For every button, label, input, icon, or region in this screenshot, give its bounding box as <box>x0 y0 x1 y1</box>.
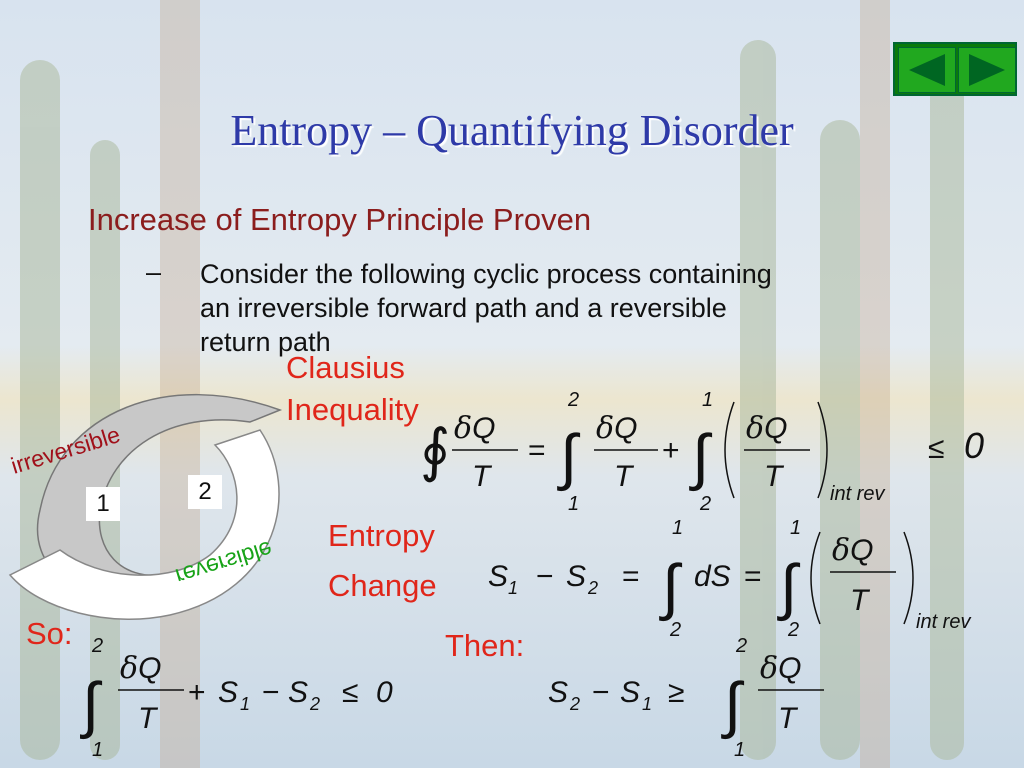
svg-text:−: − <box>592 676 610 709</box>
svg-text:∫: ∫ <box>659 553 683 622</box>
svg-text:int rev: int rev <box>916 611 971 633</box>
svg-text:2: 2 <box>567 389 579 411</box>
triangle-right-icon <box>969 54 1005 86</box>
bullet-dash: – <box>146 257 162 287</box>
svg-text:T: T <box>764 460 785 493</box>
svg-text:2: 2 <box>669 619 681 641</box>
heading-text: Increase of Entropy Principle Proven <box>88 202 592 237</box>
svg-text:S: S <box>548 676 568 709</box>
state-1-box: 1 <box>86 487 120 521</box>
clausius-equation: ∮ δQ T = 2 ∫ 1 δQ T + 1 ∫ 2 δQ T int rev… <box>420 389 984 515</box>
svg-text:δQ: δQ <box>454 411 495 446</box>
svg-text:=: = <box>528 434 546 467</box>
integral-sign: ∫ <box>557 423 581 492</box>
svg-text:δQ: δQ <box>832 533 873 568</box>
navigation-controls <box>893 42 1017 96</box>
svg-text:1: 1 <box>508 578 518 598</box>
svg-text:2: 2 <box>91 635 103 657</box>
cyclic-integral-sign: ∮ <box>420 418 450 483</box>
svg-text:1: 1 <box>734 739 745 761</box>
bullet-line: return path <box>200 327 331 357</box>
state-2-box: 2 <box>188 475 222 509</box>
svg-text:2: 2 <box>699 493 711 515</box>
svg-text:∫: ∫ <box>80 671 103 740</box>
svg-text:2: 2 <box>587 578 598 598</box>
svg-text:S: S <box>566 560 586 593</box>
svg-text:1: 1 <box>92 739 103 761</box>
svg-text:T: T <box>778 702 799 735</box>
svg-text:1: 1 <box>642 694 652 714</box>
svg-text:0: 0 <box>376 676 393 709</box>
svg-text:+: + <box>662 434 680 467</box>
svg-text:T: T <box>850 584 871 617</box>
svg-text:0: 0 <box>964 425 984 466</box>
entropy-label: Entropy <box>328 518 435 553</box>
svg-text:≥: ≥ <box>668 676 684 709</box>
svg-text:S: S <box>288 676 308 709</box>
svg-text:1: 1 <box>702 389 713 411</box>
slide-title: Entropy – Quantifying Disorder <box>230 106 794 155</box>
reversible-arrow <box>8 429 280 620</box>
svg-text:=: = <box>744 560 762 593</box>
svg-text:dS: dS <box>694 560 731 593</box>
svg-text:δQ: δQ <box>746 411 787 446</box>
svg-text:δQ: δQ <box>760 651 801 686</box>
triangle-left-icon <box>909 54 945 86</box>
svg-text:=: = <box>622 560 640 593</box>
so-label: So: <box>26 616 73 651</box>
svg-text:1: 1 <box>672 517 683 539</box>
bullet-line: an irreversible forward path and a rever… <box>200 293 727 323</box>
svg-text:S: S <box>620 676 640 709</box>
previous-slide-button[interactable] <box>898 47 956 93</box>
svg-text:≤: ≤ <box>342 676 358 709</box>
svg-text:2: 2 <box>569 694 580 714</box>
then-label: Then: <box>445 628 525 663</box>
svg-text:2: 2 <box>787 619 799 641</box>
so-equation: 2 ∫ 1 δQ T + S 1 − S 2 ≤ 0 <box>80 635 393 761</box>
svg-text:∫: ∫ <box>721 671 745 740</box>
svg-text:δQ: δQ <box>120 651 161 686</box>
next-slide-button[interactable] <box>958 47 1016 93</box>
svg-text:S: S <box>488 560 508 593</box>
svg-text:T: T <box>138 702 159 735</box>
svg-text:S: S <box>218 676 238 709</box>
cycle-diagram: irreversible reversible <box>8 393 283 620</box>
svg-text:2: 2 <box>735 635 747 657</box>
svg-text:1: 1 <box>240 694 250 714</box>
svg-text:T: T <box>614 460 635 493</box>
svg-text:≤: ≤ <box>928 432 944 465</box>
entropy-change-equation: S 1 − S 2 = 1 ∫ 2 dS = 1 ∫ 2 δQ T int re… <box>488 517 971 641</box>
svg-text:2: 2 <box>309 694 320 714</box>
change-label: Change <box>328 568 437 603</box>
svg-text:∫: ∫ <box>689 423 713 492</box>
svg-text:1: 1 <box>568 493 579 515</box>
clausius-label: Clausius <box>286 350 405 385</box>
svg-text:−: − <box>536 560 554 593</box>
svg-text:1: 1 <box>790 517 801 539</box>
svg-text:∫: ∫ <box>777 553 801 622</box>
svg-text:δQ: δQ <box>596 411 637 446</box>
int-rev-subscript: int rev <box>830 483 885 505</box>
inequality-label: Inequality <box>286 392 419 427</box>
bullet-line: Consider the following cyclic process co… <box>200 259 772 289</box>
svg-text:+: + <box>188 676 206 709</box>
bullet-text: Consider the following cyclic process co… <box>200 257 940 359</box>
svg-text:−: − <box>262 676 280 709</box>
then-equation: S 2 − S 1 ≥ 2 ∫ 1 δQ T <box>548 635 824 761</box>
svg-text:T: T <box>472 460 493 493</box>
